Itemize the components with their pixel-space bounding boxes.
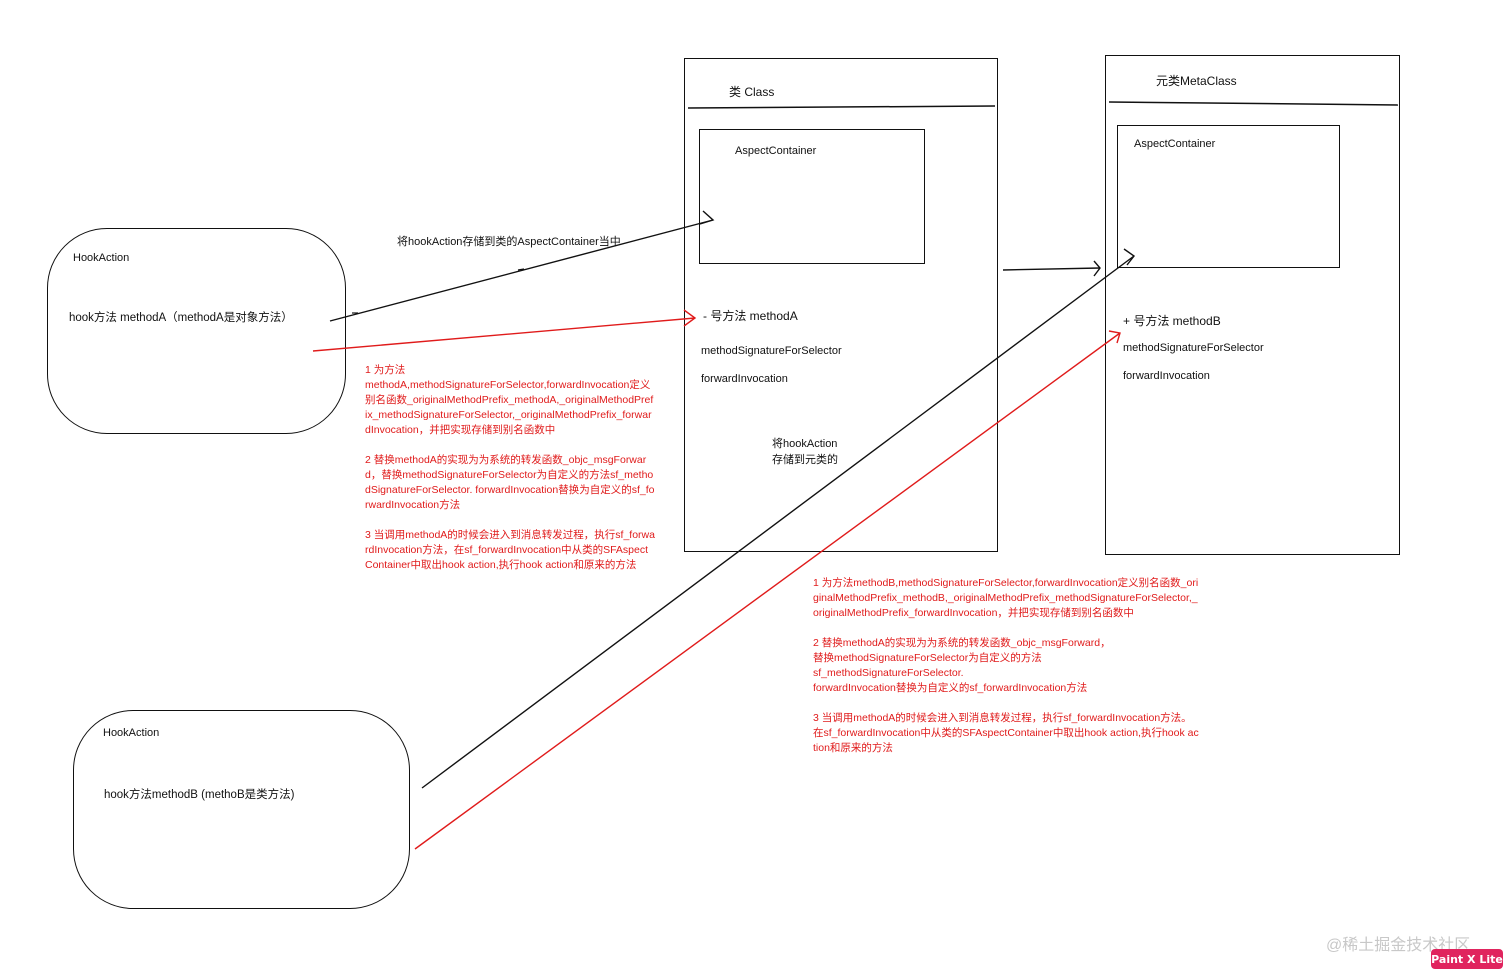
- notes-b-step2-line1: 2 替换methodA的实现为为系统的转发函数_objc_msgForward，: [813, 637, 1111, 649]
- hook-action-b-desc: hook方法methodB (methoB是类方法): [104, 789, 295, 801]
- arrowhead-methodb: [1108, 330, 1121, 344]
- meta-method-label: + 号方法 methodB: [1123, 314, 1221, 328]
- notes-a-step1-line2: methodA,methodSignatureForSelector,forwa…: [365, 379, 654, 436]
- hook-action-a: [47, 228, 346, 434]
- meta-fwd-label: forwardInvocation: [1123, 370, 1210, 382]
- class-sig-label: methodSignatureForSelector: [701, 345, 842, 357]
- arrowhead-class-to-meta: [1093, 260, 1101, 277]
- class-method-label: - 号方法 methodA: [703, 309, 798, 323]
- notes-a-step2: 2 替换methodA的实现为为系统的转发函数_objc_msgForward，…: [365, 454, 655, 511]
- class-box-title: 类 Class: [729, 85, 775, 99]
- notes-a-step3: 3 当调用methodA的时候会进入到消息转发过程，执行sf_forwardIn…: [365, 529, 655, 571]
- meta-sig-label: methodSignatureForSelector: [1123, 342, 1264, 354]
- arrow-class-to-meta: [1002, 267, 1101, 271]
- meta-aspect-container-label: AspectContainer: [1134, 138, 1216, 150]
- arrowhead-methoda: [683, 309, 697, 327]
- class-box: [684, 58, 998, 552]
- arrow-label-meta-line1: 将hookAction: [772, 438, 838, 450]
- arrow-tick-2: [517, 268, 525, 271]
- class-aspect-container-label: AspectContainer: [735, 145, 817, 157]
- meta-box: [1105, 55, 1400, 555]
- hook-action-a-desc: hook方法 methodA（methodA是对象方法）: [69, 312, 293, 324]
- arrow-hook-b-to-methodb: [414, 332, 1121, 850]
- class-aspect-container: [699, 129, 925, 264]
- meta-aspect-container: [1117, 125, 1340, 268]
- meta-box-title: 元类MetaClass: [1156, 74, 1237, 88]
- class-divider: [687, 105, 996, 109]
- hook-action-b: [73, 710, 410, 909]
- arrowhead-meta-container: [1123, 248, 1136, 266]
- arrow-hook-a-to-class-container: [329, 219, 714, 322]
- hook-action-a-title: HookAction: [73, 252, 130, 264]
- arrow-label-meta-line2: 存储到元类的: [772, 454, 838, 466]
- arrow-label-class: 将hookAction存储到类的AspectContainer当中: [397, 236, 621, 248]
- arrow-hook-b-to-meta-container: [421, 255, 1135, 789]
- meta-divider: [1108, 101, 1399, 106]
- hook-action-b-title: HookAction: [103, 727, 160, 739]
- notes-b-step1: 1 为方法methodB,methodSignatureForSelector,…: [813, 577, 1199, 619]
- class-fwd-label: forwardInvocation: [701, 373, 788, 385]
- notes-b-step2-line3: sf_methodSignatureForSelector.: [813, 667, 964, 679]
- notes-a-step1: 1 为方法 methodA,methodSignatureForSelector…: [365, 363, 655, 438]
- notes-a: 1 为方法 methodA,methodSignatureForSelector…: [365, 363, 655, 588]
- notes-b-step2-line2: 替换methodSignatureForSelector为自定义的方法: [813, 652, 1042, 664]
- arrowhead-class-container: [699, 210, 715, 225]
- notes-b-step3: 3 当调用methodA的时候会进入到消息转发过程，执行sf_forwardIn…: [813, 712, 1199, 754]
- paint-x-lite-badge: Paint X Lite: [1431, 949, 1503, 969]
- arrow-hook-a-to-methoda: [312, 317, 696, 352]
- notes-b-step2-line4: forwardInvocation替换为自定义的sf_forwardInvoca…: [813, 682, 1088, 694]
- notes-b-step2: 2 替换methodA的实现为为系统的转发函数_objc_msgForward，…: [813, 636, 1201, 696]
- notes-a-step1-line1: 1 为方法: [365, 364, 406, 376]
- notes-b: 1 为方法methodB,methodSignatureForSelector,…: [813, 576, 1201, 771]
